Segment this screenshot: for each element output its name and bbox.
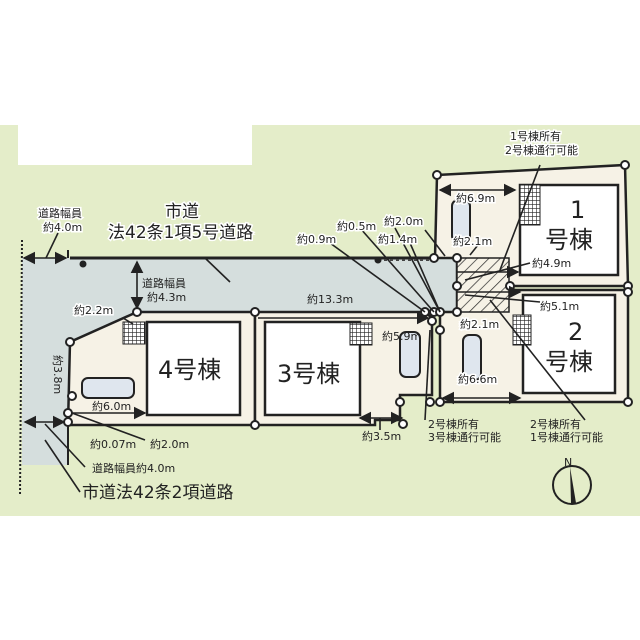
west-road-name: 市道法42条2項道路: [82, 483, 233, 503]
house-1-suffix: 号棟: [545, 226, 593, 254]
compass-north-label: N: [564, 456, 572, 469]
entrance-steps-3: [349, 322, 373, 346]
house-3: [263, 320, 362, 417]
entrance-steps-1: [519, 184, 541, 226]
west-road-edge: [19, 239, 23, 496]
dim-label: 約6.6m: [458, 372, 497, 386]
house-2-suffix: 号棟: [545, 348, 593, 376]
north-road-width-value: 約4.0m: [43, 220, 82, 234]
boundary-markers: [63, 160, 633, 430]
north-road-width-label: 道路幅員: [38, 206, 82, 220]
house-1-number: 1: [570, 196, 585, 224]
dim-label: 約4.9m: [532, 256, 571, 270]
north-compass-icon: N: [552, 456, 592, 505]
dim-label: 約0.5m: [337, 219, 376, 233]
road-width-value: 約4.3m: [147, 290, 186, 304]
north-road-type: 法42条1項5号道路: [108, 223, 253, 243]
dim-label: 約6.9m: [456, 191, 495, 205]
dim-label: 約1.4m: [378, 232, 417, 246]
house-4: [145, 320, 242, 417]
ownership-note: 3号棟通行可能: [428, 430, 501, 444]
ownership-note: 1号棟通行可能: [530, 430, 603, 444]
dim-label: 約3.8m: [51, 355, 65, 394]
house-2: [521, 293, 617, 395]
dim-label: 約3.5m: [362, 429, 401, 443]
car-icon: [81, 199, 482, 399]
dim-label: 約0.07m: [90, 437, 136, 451]
house-3-label: 3号棟: [277, 360, 340, 388]
blank-box: [18, 125, 252, 165]
dim-label: 約5.9m: [382, 329, 421, 343]
dim-label: 約2.1m: [453, 234, 492, 248]
entrance-steps-4: [122, 321, 146, 345]
ownership-note: 1号棟所有: [510, 129, 561, 143]
dim-label: 約0.9m: [297, 232, 336, 246]
road-width-label: 道路幅員: [142, 276, 186, 290]
road-area: [22, 258, 460, 465]
dim-label: 約6.0m: [92, 399, 131, 413]
dim-label: 約2.2m: [74, 303, 113, 317]
house-4-label: 4号棟: [158, 356, 221, 384]
north-road-name: 市道: [165, 202, 199, 222]
dim-label: 約13.3m: [307, 292, 353, 306]
house-2-number: 2: [568, 318, 583, 346]
dim-label: 約5.1m: [540, 299, 579, 313]
west-road-width: 道路幅員約4.0m: [92, 461, 175, 475]
dim-label: 約2.0m: [150, 437, 189, 451]
dimension-lines: [22, 164, 586, 493]
survey-point: [79, 260, 87, 268]
dim-label: 約2.0m: [384, 214, 423, 228]
ownership-note: 2号棟通行可能: [505, 143, 578, 157]
survey-point: [374, 256, 382, 264]
ownership-note: 2号棟所有: [428, 417, 479, 431]
ownership-note: 2号棟所有: [530, 417, 581, 431]
dim-label: 約2.1m: [460, 317, 499, 331]
